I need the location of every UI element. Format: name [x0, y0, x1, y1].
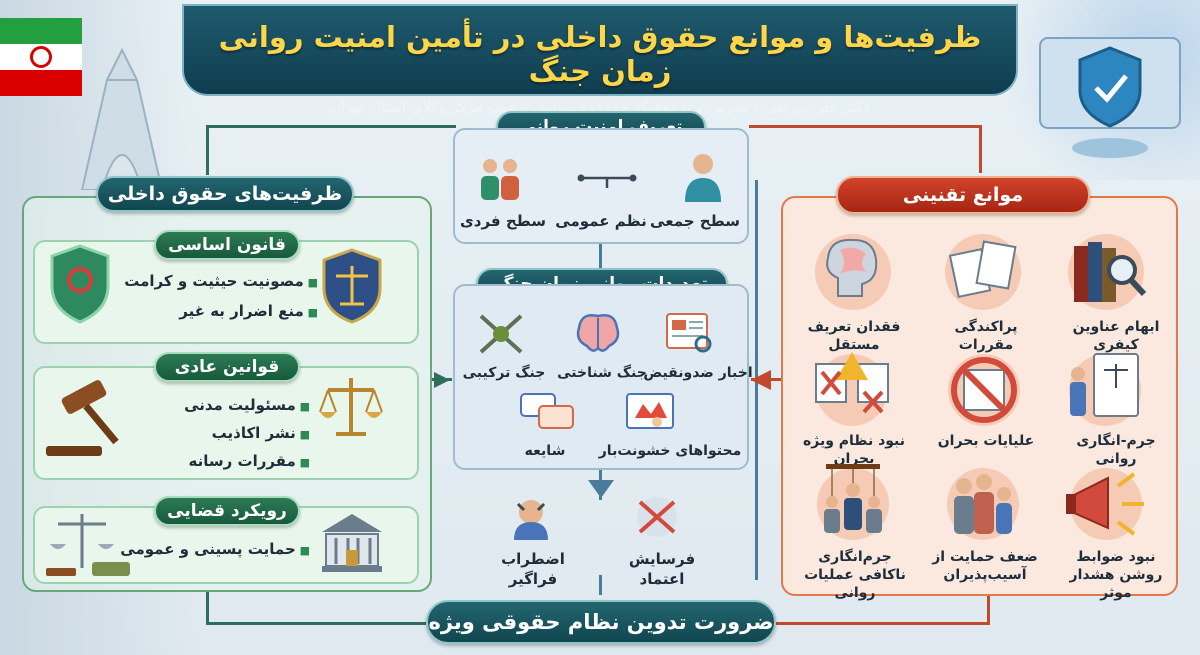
group-people-icon — [481, 159, 519, 200]
constitution-title: قانون اساسی — [154, 230, 300, 260]
clipboard-scales-icon — [1069, 353, 1141, 426]
obstacles-title: موانع تقنینی — [836, 176, 1090, 214]
scales-icon — [319, 378, 383, 436]
definition-panel: سطح جمعی نظم عمومی سطح فردی — [453, 128, 749, 244]
megaphone-icon — [1066, 468, 1144, 540]
rumor-chat-icon — [520, 393, 574, 429]
connector-effects-conclusion — [599, 575, 602, 595]
definition-item: نظم عمومی — [555, 212, 647, 230]
judicial-item: حمایت پسینی و عمومی — [120, 540, 310, 558]
connector-top-right-drop — [979, 125, 982, 173]
arrow-right-icon — [434, 372, 450, 388]
connector-top-left — [206, 125, 456, 128]
obstacle-item: جرم-انگاری روانی — [1076, 433, 1156, 468]
obstacle-item: علیایات بحران — [937, 433, 1035, 449]
threats-panel: اخبار ضدونقیض جنگ شناختی جنگ ترکیبی محتو… — [453, 284, 753, 470]
scattered-papers-icon — [945, 234, 1021, 310]
ordinary-law-item: مقررات رسانه — [140, 452, 310, 470]
ordinary-laws-title: قوانین عادی — [154, 352, 300, 382]
obstacle-item: ضعف حمایت از آسیب‌پذیران — [932, 549, 1038, 584]
conclusion-banner: ضرورت تدوین نظام حقوقی ویژه — [426, 600, 776, 644]
no-crisis-ops-icon — [948, 354, 1020, 426]
arrow-down-icon — [588, 480, 614, 498]
connector-bottom-right-h — [776, 622, 990, 625]
link-icon — [577, 174, 637, 188]
news-icon — [666, 313, 712, 353]
puppet-crowd-icon — [817, 464, 889, 540]
security-shield-icon — [1039, 37, 1181, 158]
threat-item: جنگ ترکیبی — [462, 365, 546, 381]
warning-docs-icon — [815, 352, 889, 426]
brain-icon — [576, 314, 620, 352]
obstacle-item: نبود نظام ویژه بحران — [802, 433, 906, 468]
obstacle-item: نبود ضوابط روشن هشدار موثر — [1069, 549, 1163, 602]
broken-trust-icon — [637, 497, 677, 537]
page-subtitle: دکتر علی پورنقی - مدرس و پژوهشگر حقوق خص… — [330, 98, 870, 116]
arrow-left-icon — [751, 370, 771, 390]
brain-question-icon — [815, 234, 891, 310]
vulnerable-people-icon — [947, 468, 1019, 540]
scales-gavel-icon — [46, 514, 130, 576]
emblem-shield-icon — [50, 244, 110, 324]
capacities-title: ظرفیت‌های حقوق داخلی — [96, 176, 354, 212]
gavel-icon — [46, 380, 119, 456]
connector-top-right — [749, 125, 981, 128]
connector-def-threat — [599, 244, 602, 284]
ordinary-law-item: مسئولیت مدنی — [140, 396, 310, 414]
connector-bottom-left-h — [206, 622, 426, 625]
judicial-title: رویکرد قضایی — [154, 496, 300, 526]
books-magnifier-icon — [1068, 234, 1147, 310]
header-banner: ظرفیت‌ها و موانع حقوق داخلی در تأمین امن… — [182, 4, 1018, 116]
threat-item: محتواهای خشونت‌بار — [598, 443, 742, 459]
violent-content-icon — [626, 393, 674, 429]
definition-item: سطح فردی — [460, 212, 546, 230]
courthouse-icon — [322, 514, 382, 572]
azadi-tower-icon — [80, 47, 164, 190]
obstacle-item: پراکندگی مقررات — [954, 319, 1018, 354]
obstacle-item: ابهام عناوین کیفری — [1072, 319, 1160, 354]
obstacle-item: جرم‌انگاری ناکافی عملیات روانی — [804, 549, 906, 602]
threat-item: جنگ شناختی — [557, 365, 647, 381]
threat-item: شایعه — [524, 443, 566, 459]
page-title: ظرفیت‌ها و موانع حقوق داخلی در تأمین امن… — [218, 20, 982, 88]
connector-bottom-left — [206, 592, 209, 624]
effect-item: فرسایش اعتماد — [628, 550, 696, 588]
scales-shield-icon — [322, 248, 382, 324]
obstacle-item: فقدان تعریف مستقل — [807, 319, 901, 354]
constitution-item: مصونیت حیثیت و کرامت — [118, 272, 318, 290]
threat-item: اخبار ضدونقیض — [643, 365, 753, 381]
constitution-item: منع اضرار به غیر — [118, 302, 318, 320]
ordinary-law-item: نشر اکاذیب — [140, 424, 310, 442]
connector-top-left-drop — [206, 125, 209, 175]
effect-item: اضطراب فراگیر — [501, 550, 565, 588]
anxiety-icon — [514, 500, 548, 540]
person-icon — [685, 154, 721, 202]
iran-flag-icon — [0, 18, 82, 96]
definition-item: سطح جمعی — [650, 212, 740, 230]
swords-icon — [479, 314, 523, 354]
connector-bottom-right — [987, 596, 990, 624]
